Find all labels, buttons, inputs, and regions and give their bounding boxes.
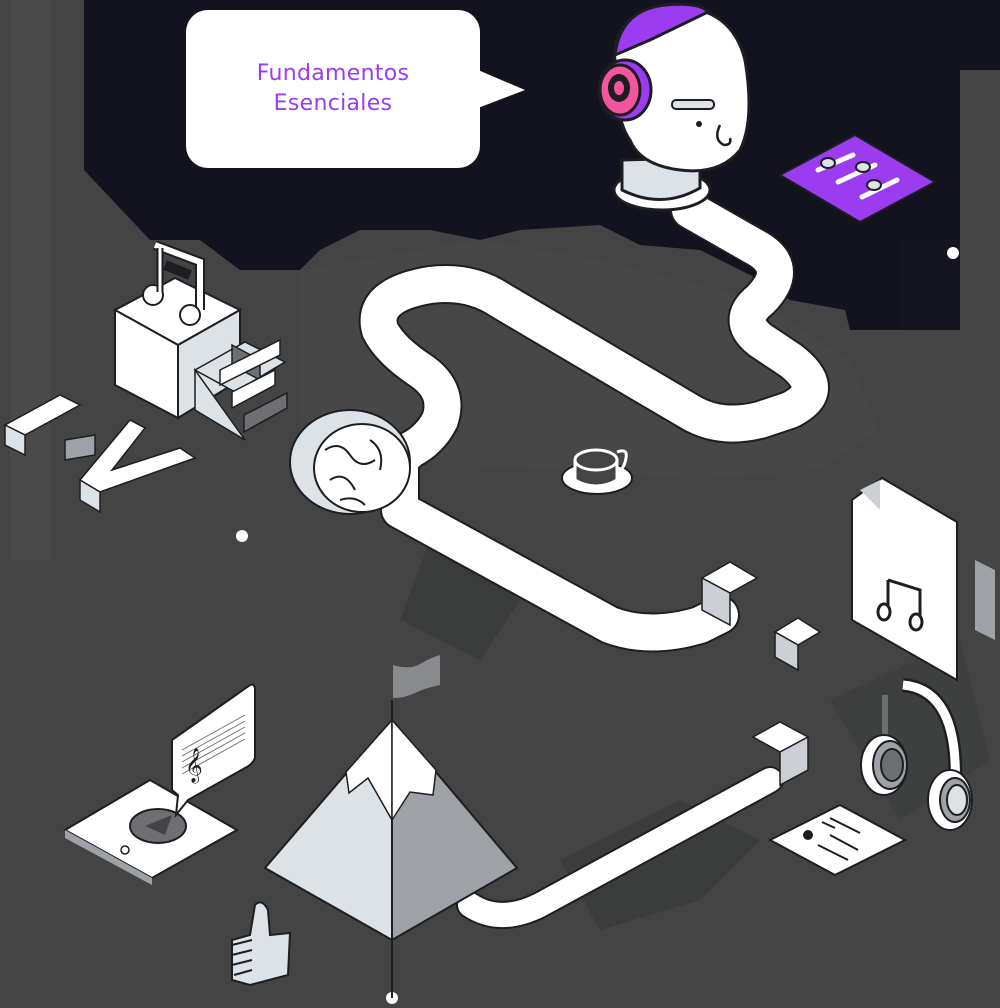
- mountain-with-flag: [263, 655, 519, 998]
- music-note-cube: [112, 240, 243, 420]
- roman-numerals: [3, 394, 197, 514]
- bubble-line-1: Fundamentos: [256, 61, 410, 86]
- head-with-headphones: [597, 2, 751, 212]
- thumbs-up: [231, 901, 292, 987]
- checklist-card: [767, 803, 908, 877]
- music-file: [851, 476, 995, 682]
- decorative-dots: [236, 247, 959, 1004]
- speech-bubble: Fundamentos Esenciales: [186, 10, 480, 168]
- equalizer-panel: [777, 133, 938, 224]
- headphones: [860, 678, 973, 831]
- brain: [289, 409, 411, 515]
- svg-text:𝄞: 𝄞: [185, 748, 203, 784]
- speech-bubble-tail: [478, 70, 525, 108]
- winding-path: [358, 190, 830, 929]
- cubes: [700, 561, 822, 787]
- stairs: [193, 338, 288, 441]
- tablet: [62, 778, 240, 885]
- sheet-music-bubble: 𝄞: [171, 683, 256, 819]
- bubble-line-2: Esenciales: [273, 91, 393, 116]
- coffee-cup: [561, 448, 633, 495]
